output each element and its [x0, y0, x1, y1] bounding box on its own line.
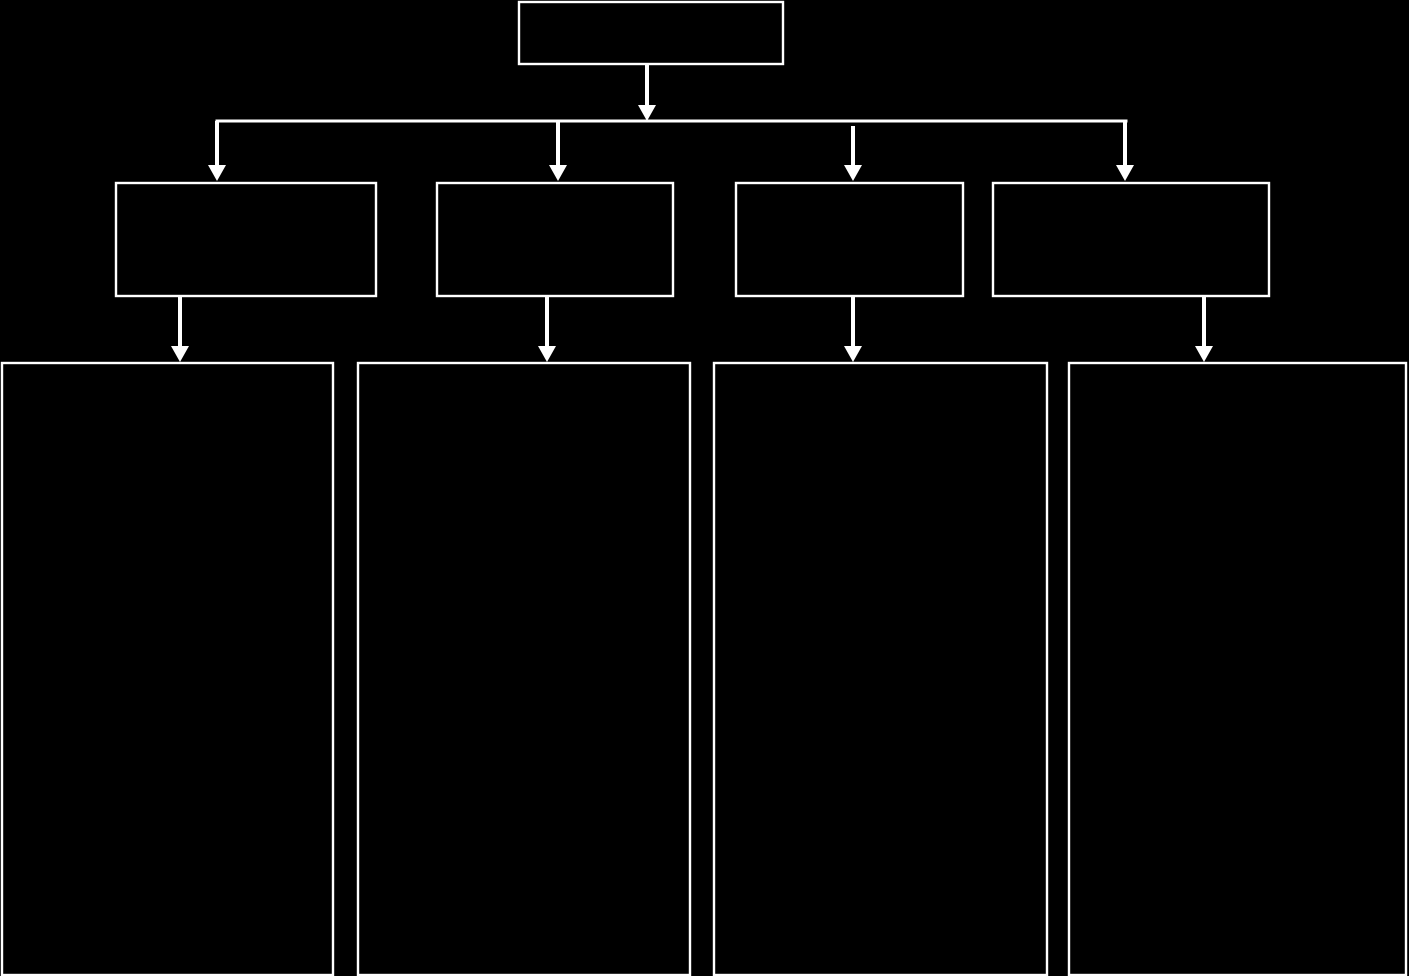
edge-bus-to-level1-4-arrowhead-icon	[1116, 165, 1134, 181]
edge-bus-to-level1-1-arrowhead-icon	[208, 165, 226, 181]
level1-node-2	[435, 181, 675, 298]
edge-bus-to-level1-2	[549, 121, 567, 181]
edge-bus-to-level1-3-arrowhead-icon	[844, 165, 862, 181]
edge-level1-3-to-level2-3	[844, 296, 862, 362]
level2-node-2-box	[356, 361, 692, 976]
level1-node-3	[734, 181, 965, 298]
edge-level1-1-to-level2-1-arrowhead-icon	[171, 346, 189, 362]
edge-bus-to-level1-3	[844, 126, 862, 181]
edge-level1-2-to-level2-2	[538, 296, 556, 362]
edges-layer	[171, 64, 1213, 362]
level2-node-1	[0, 361, 335, 976]
level2-node-1-box	[0, 361, 335, 976]
edge-level1-4-to-level2-4-arrowhead-icon	[1195, 346, 1213, 362]
root-node	[517, 0, 785, 66]
level2-node-4-box	[1067, 361, 1408, 976]
edge-root-to-bus-arrowhead-icon	[638, 105, 656, 121]
level1-node-1-box	[114, 181, 378, 298]
edge-level1-4-to-level2-4	[1195, 296, 1213, 362]
edge-level1-3-to-level2-3-arrowhead-icon	[844, 346, 862, 362]
level1-node-1	[114, 181, 378, 298]
edge-bus-to-level1-2-arrowhead-icon	[549, 165, 567, 181]
level2-node-3	[712, 361, 1049, 976]
level1-node-3-box	[734, 181, 965, 298]
level2-node-4	[1067, 361, 1408, 976]
edge-level1-2-to-level2-2-arrowhead-icon	[538, 346, 556, 362]
edge-bus-to-level1-4	[1116, 121, 1134, 181]
edge-root-to-bus	[638, 64, 656, 121]
level2-node-3-box	[712, 361, 1049, 976]
level2-node-2	[356, 361, 692, 976]
edge-bus-to-level1-1	[208, 121, 226, 181]
root-node-box	[517, 0, 785, 66]
level1-node-4-box	[991, 181, 1271, 298]
level1-node-2-box	[435, 181, 675, 298]
edge-level1-1-to-level2-1	[171, 296, 189, 362]
level1-node-4	[991, 181, 1271, 298]
